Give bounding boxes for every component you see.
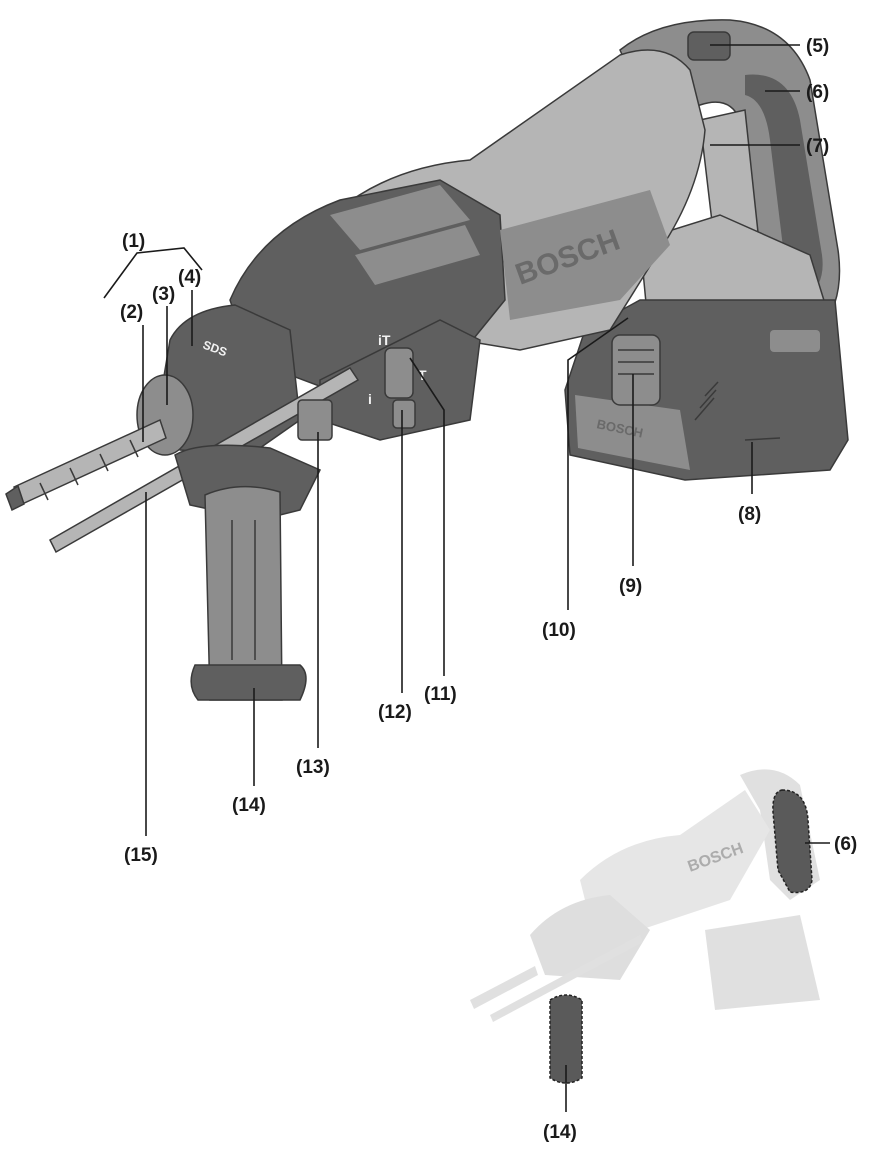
main-tool-illustration: BOSCH BOSCH iT T i SDS — [5, 19, 849, 701]
inset-rear-grip-highlight — [772, 789, 813, 894]
callout-4: (4) — [178, 267, 201, 288]
battery-release-button — [611, 334, 661, 406]
depth-stop-clamp — [297, 399, 333, 441]
inset-callout-6: (6) — [834, 834, 857, 855]
callout-1: (1) — [122, 231, 145, 252]
callout-5: (5) — [806, 36, 829, 57]
inset-aux-handle-highlight — [549, 994, 583, 1084]
inset-tool-illustration: BOSCH — [470, 769, 820, 1022]
auxiliary-handle — [174, 444, 322, 701]
callout-13: (13) — [296, 757, 330, 778]
callout-14: (14) — [232, 795, 266, 816]
callout-8: (8) — [738, 504, 761, 525]
callout-2: (2) — [120, 302, 143, 323]
callout-12: (12) — [378, 702, 412, 723]
inset-callout-14: (14) — [543, 1122, 577, 1143]
callout-6: (6) — [806, 82, 829, 103]
leader-lines — [103, 44, 800, 836]
selector-release-button — [392, 399, 416, 429]
rear-handle-grip — [745, 74, 823, 305]
mode-mark-chisel: T — [418, 367, 427, 383]
callout-9: (9) — [619, 576, 642, 597]
drill-bit — [5, 418, 167, 512]
callout-11: (11) — [424, 684, 457, 705]
lock-on-button — [687, 31, 731, 61]
callout-7: (7) — [806, 136, 829, 157]
mode-mark-drill: i — [368, 391, 372, 407]
mode-selector-knob — [384, 347, 414, 399]
callout-15: (15) — [124, 845, 158, 866]
callout-labels: (1) (2) (3) (4) (5) (6) (7) (8) (9) (10)… — [120, 36, 829, 866]
mode-mark-hammer-drill: iT — [378, 332, 391, 348]
callout-10: (10) — [542, 620, 576, 641]
callout-3: (3) — [152, 284, 175, 305]
